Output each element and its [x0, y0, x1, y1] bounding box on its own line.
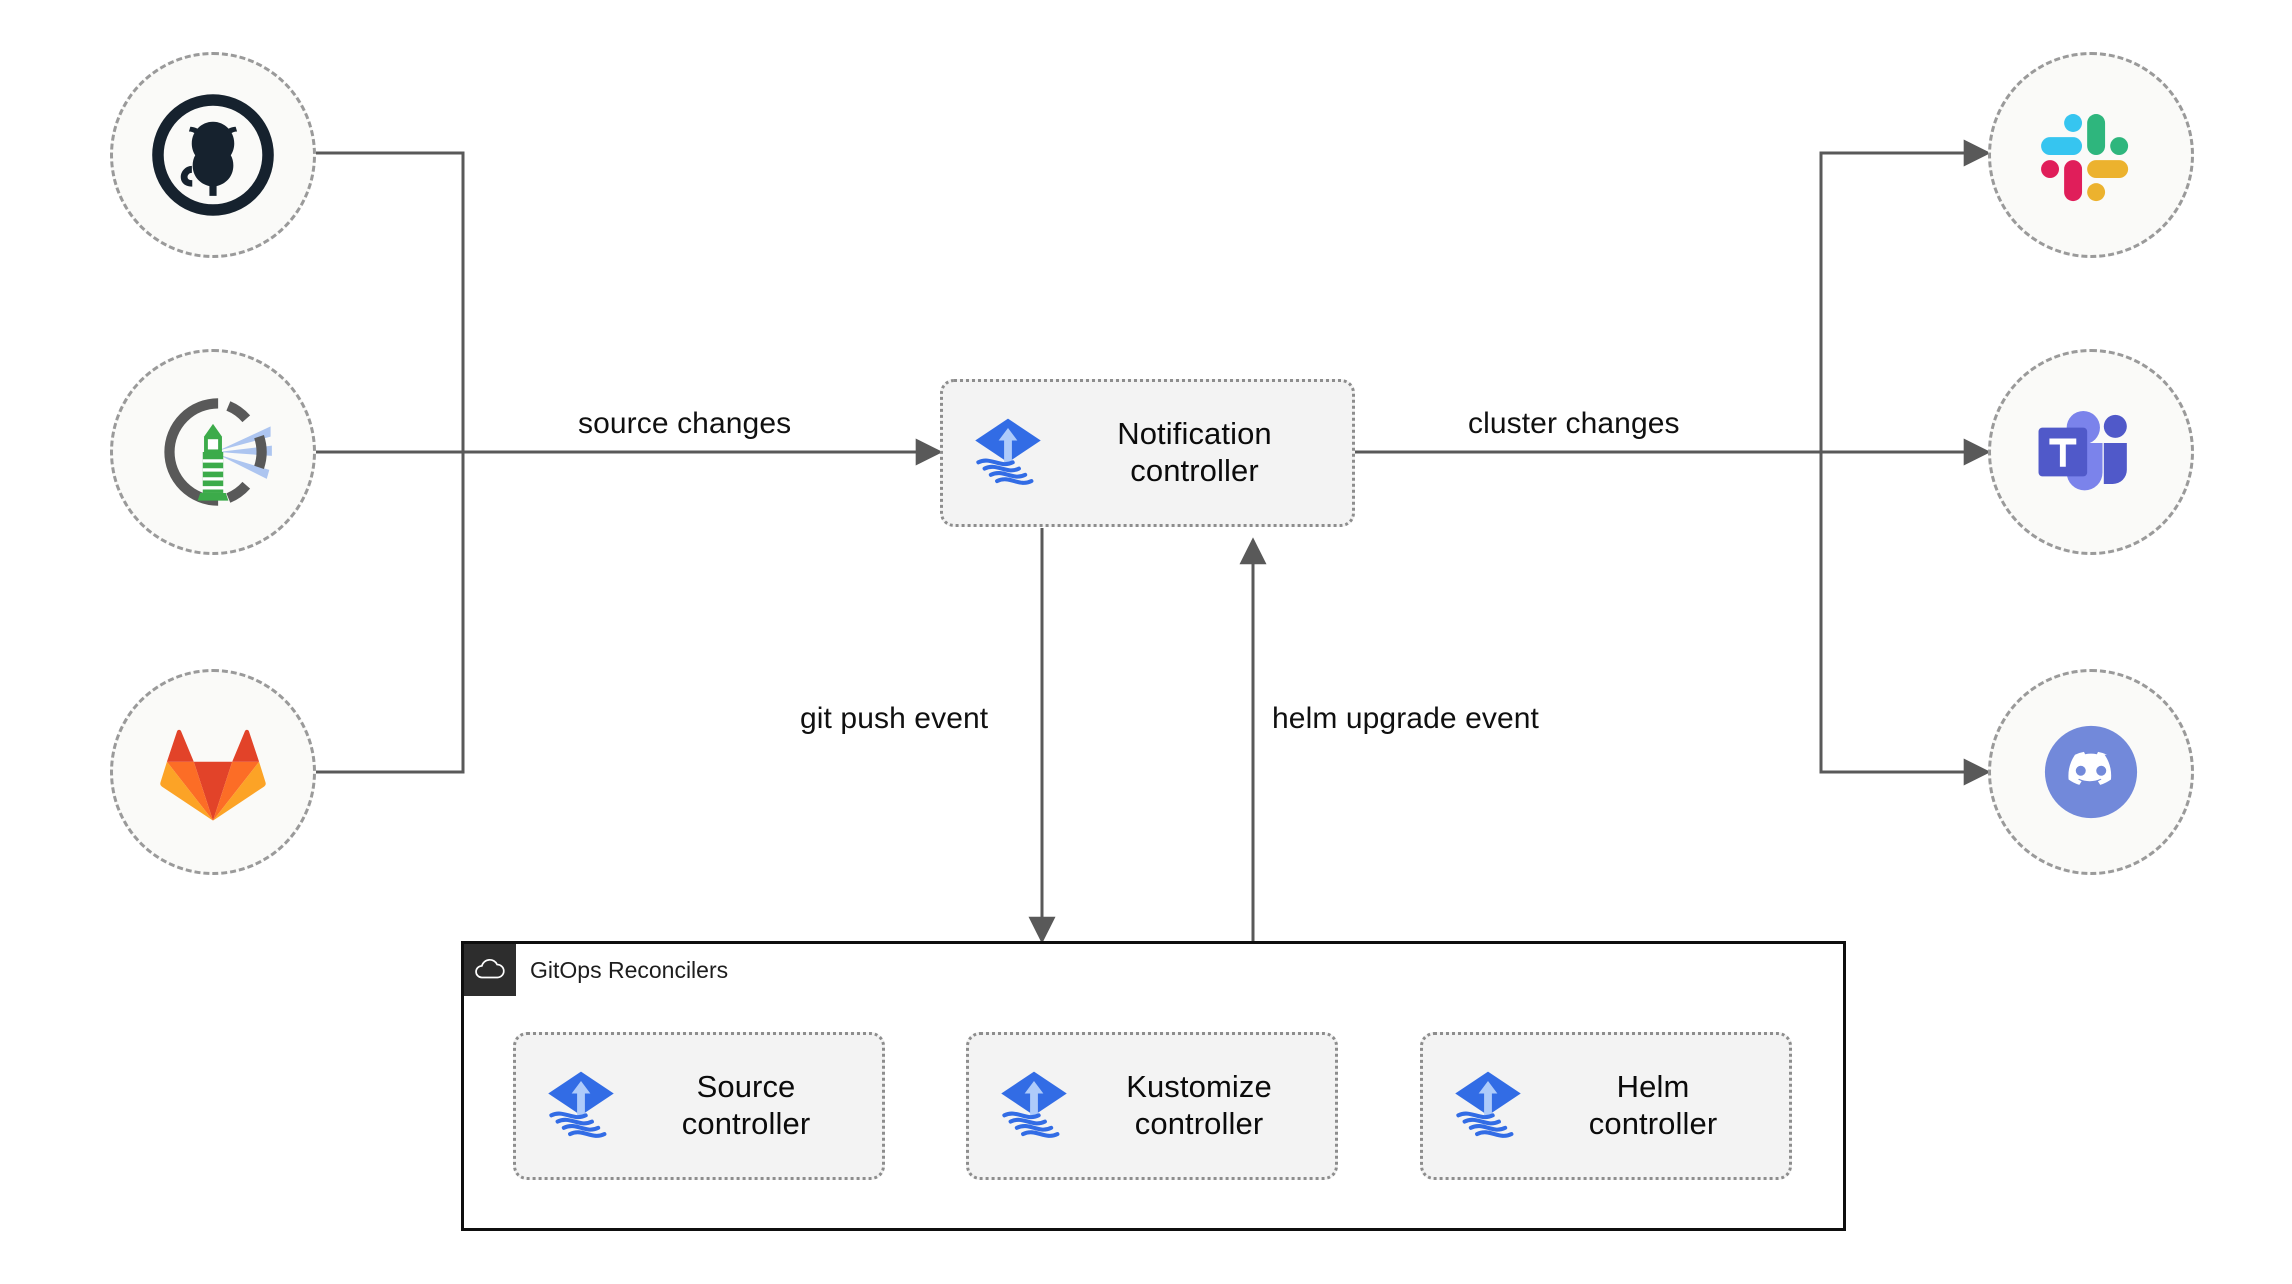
flux-controller-icon [969, 414, 1047, 492]
flux-controller-icon [542, 1067, 620, 1145]
target-node-discord[interactable] [1988, 669, 2194, 875]
target-node-slack[interactable] [1988, 52, 2194, 258]
edge-label-source-changes: source changes [578, 407, 792, 440]
helm-controller-label: Helm controller [1588, 1069, 1718, 1141]
discord-icon [2027, 708, 2155, 836]
source-node-github[interactable] [110, 52, 316, 258]
helm-controller-box[interactable]: Helm controller [1420, 1032, 1792, 1180]
kustomize-controller-label: Kustomize controller [1126, 1069, 1272, 1141]
notification-controller-box[interactable]: Notification controller [940, 379, 1355, 527]
source-controller-label: Source controller [681, 1069, 811, 1141]
ms-teams-icon [2027, 388, 2155, 516]
github-icon [149, 91, 277, 219]
flux-controller-icon [995, 1067, 1073, 1145]
cloud-icon [464, 944, 516, 996]
wire-gitlab-to-bus [316, 452, 465, 774]
source-node-flux[interactable] [110, 349, 316, 555]
flux-controller-icon [1449, 1067, 1527, 1145]
gitops-reconcilers-header: GitOps Reconcilers [464, 944, 728, 996]
slack-icon [2027, 91, 2155, 219]
flux-lighthouse-icon [149, 388, 277, 516]
target-node-teams[interactable] [1988, 349, 2194, 555]
kustomize-controller-box[interactable]: Kustomize controller [966, 1032, 1338, 1180]
wire-bus-to-discord [1819, 452, 1991, 786]
gitlab-icon [149, 708, 277, 836]
edge-label-cluster-changes: cluster changes [1468, 407, 1680, 440]
edge-label-helm-upgrade-event: helm upgrade event [1272, 702, 1539, 735]
notification-controller-label: Notification controller [1117, 416, 1272, 488]
edge-label-git-push-event: git push event [800, 702, 989, 735]
wire-github-to-bus [316, 151, 465, 452]
gitops-reconcilers-title: GitOps Reconcilers [530, 956, 729, 983]
source-node-gitlab[interactable] [110, 669, 316, 875]
gitops-reconcilers-container[interactable]: GitOps Reconcilers Source controller [461, 941, 1846, 1231]
source-controller-box[interactable]: Source controller [513, 1032, 885, 1180]
wire-bus-to-slack [1819, 139, 1991, 452]
